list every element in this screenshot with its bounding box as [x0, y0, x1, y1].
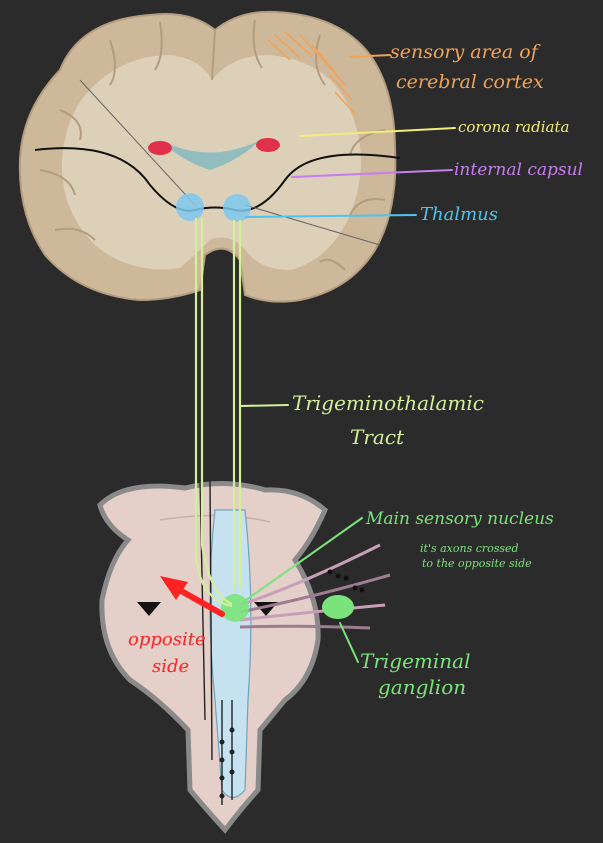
- sensory-area-label-line2: cerebral cortex: [396, 71, 544, 93]
- tract-label: Trigeminothalamic: [292, 391, 484, 415]
- left-thalamus: [176, 193, 204, 221]
- main-sensory-nucleus-label: Main sensory nucleus: [365, 509, 554, 529]
- corona-radiata-label: corona radiata: [458, 118, 569, 136]
- thalamus-label: Thalmus: [420, 204, 498, 225]
- trigeminal-ganglion: [322, 595, 354, 619]
- opposite-side-label-line2: side: [152, 656, 189, 677]
- internal-capsule-label: internal capsul: [454, 160, 583, 180]
- sensory-area-label: sensory area of: [390, 41, 541, 63]
- left-red-marker: [148, 141, 172, 155]
- axons-note-line2: to the opposite side: [422, 557, 532, 570]
- trigeminal-ganglion-label-line2: ganglion: [378, 675, 466, 699]
- axons-note: it's axons crossed: [420, 542, 519, 555]
- trigeminal-ganglion-label: Trigeminal: [360, 649, 471, 673]
- tract-leader: [240, 405, 288, 406]
- opposite-side-label: opposite: [128, 629, 206, 650]
- main-sensory-nucleus: [221, 594, 249, 622]
- right-red-marker: [256, 138, 280, 152]
- tract-label-line2: Tract: [350, 425, 405, 449]
